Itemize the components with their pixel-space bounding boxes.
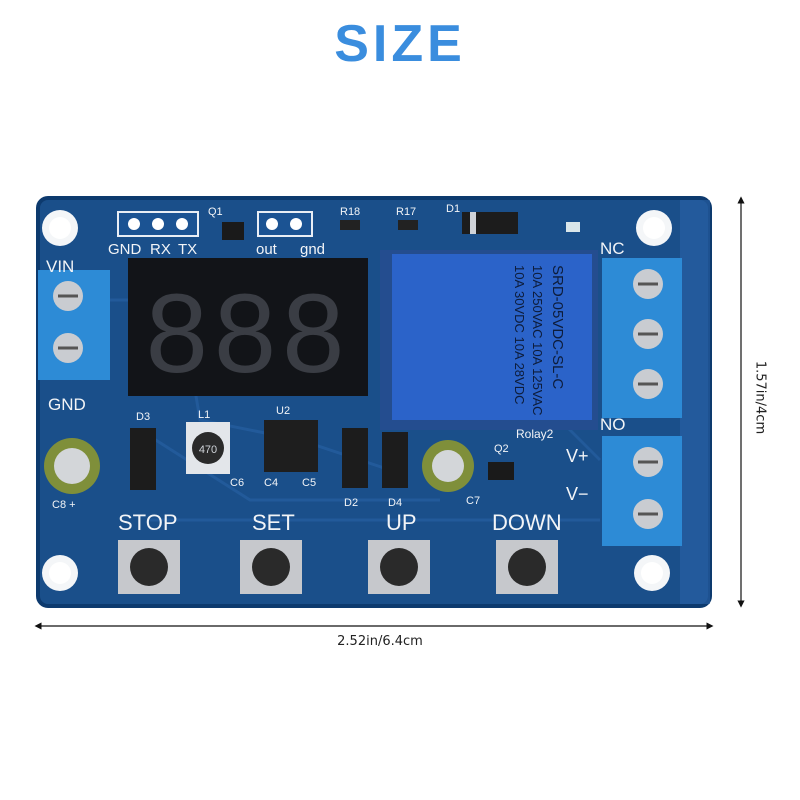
label-q2: Q2	[494, 443, 509, 455]
capacitor-c7	[422, 440, 474, 492]
diode-d1	[462, 212, 518, 234]
diode-d4	[382, 432, 408, 488]
terminal-output-power	[602, 436, 682, 546]
relay-rating-ac: 10A 250VAC 10A 125VAC	[530, 265, 545, 416]
label-r17: R17	[396, 206, 416, 218]
button-set[interactable]	[240, 540, 302, 594]
label-rx: RX	[150, 241, 171, 258]
label-c5: C5	[302, 477, 316, 489]
label-gnd-out: gnd	[300, 241, 325, 258]
serial-header	[117, 211, 313, 237]
label-up: UP	[386, 510, 417, 535]
label-c4: C4	[264, 477, 278, 489]
transistor-q2	[488, 462, 514, 480]
seven-segment-display: 888	[128, 258, 368, 396]
label-out: out	[256, 241, 278, 258]
label-set: SET	[252, 510, 295, 535]
relay	[380, 250, 598, 430]
terminal-vin	[38, 270, 110, 380]
terminal-relay-output	[602, 258, 682, 418]
relay-model-text: SRD-05VDC-SL-C	[549, 265, 566, 389]
height-dimension-label: 1.57in/4cm	[752, 360, 768, 435]
label-stop: STOP	[118, 510, 178, 535]
label-d4: D4	[388, 497, 402, 509]
label-d2: D2	[344, 497, 358, 509]
label-v-plus: V+	[566, 446, 589, 466]
label-c8: C8 +	[52, 499, 76, 511]
size-title: SIZE	[334, 15, 466, 73]
label-v-minus: V−	[566, 484, 589, 504]
label-vin: VIN	[46, 257, 74, 276]
inductor-l1: 470	[186, 422, 230, 474]
label-c6: C6	[230, 477, 244, 489]
relay-rating-dc: 10A 30VDC 10A 28VDC	[512, 265, 527, 404]
diode-d2	[342, 428, 368, 488]
label-no: NO	[600, 415, 626, 434]
led-indicator	[566, 222, 580, 232]
button-stop[interactable]	[118, 540, 180, 594]
resistor-r18	[340, 220, 360, 230]
label-u2: U2	[276, 405, 290, 417]
label-relay: Rolay2	[516, 427, 554, 441]
display-digits: 888	[146, 271, 351, 396]
transistor-q1	[222, 222, 244, 240]
diode-d3	[130, 428, 156, 490]
label-gnd-power: GND	[48, 395, 86, 414]
width-dimension-label: 2.52in/6.4cm	[337, 634, 423, 649]
mounting-holes	[42, 210, 672, 591]
label-d3: D3	[136, 411, 150, 423]
button-up[interactable]	[368, 540, 430, 594]
button-down[interactable]	[496, 540, 558, 594]
inductor-value: 470	[199, 444, 217, 456]
label-nc: NC	[600, 239, 625, 258]
capacitor-c8	[44, 438, 100, 494]
label-r18: R18	[340, 206, 360, 218]
label-d1: D1	[446, 203, 460, 215]
label-c7: C7	[466, 495, 480, 507]
label-l1: L1	[198, 409, 210, 421]
chip-u2	[264, 420, 318, 472]
label-tx: TX	[178, 241, 197, 258]
label-down: DOWN	[492, 510, 562, 535]
resistor-r17	[398, 220, 418, 230]
label-q1: Q1	[208, 206, 223, 218]
label-gnd-header: GND	[108, 241, 142, 258]
